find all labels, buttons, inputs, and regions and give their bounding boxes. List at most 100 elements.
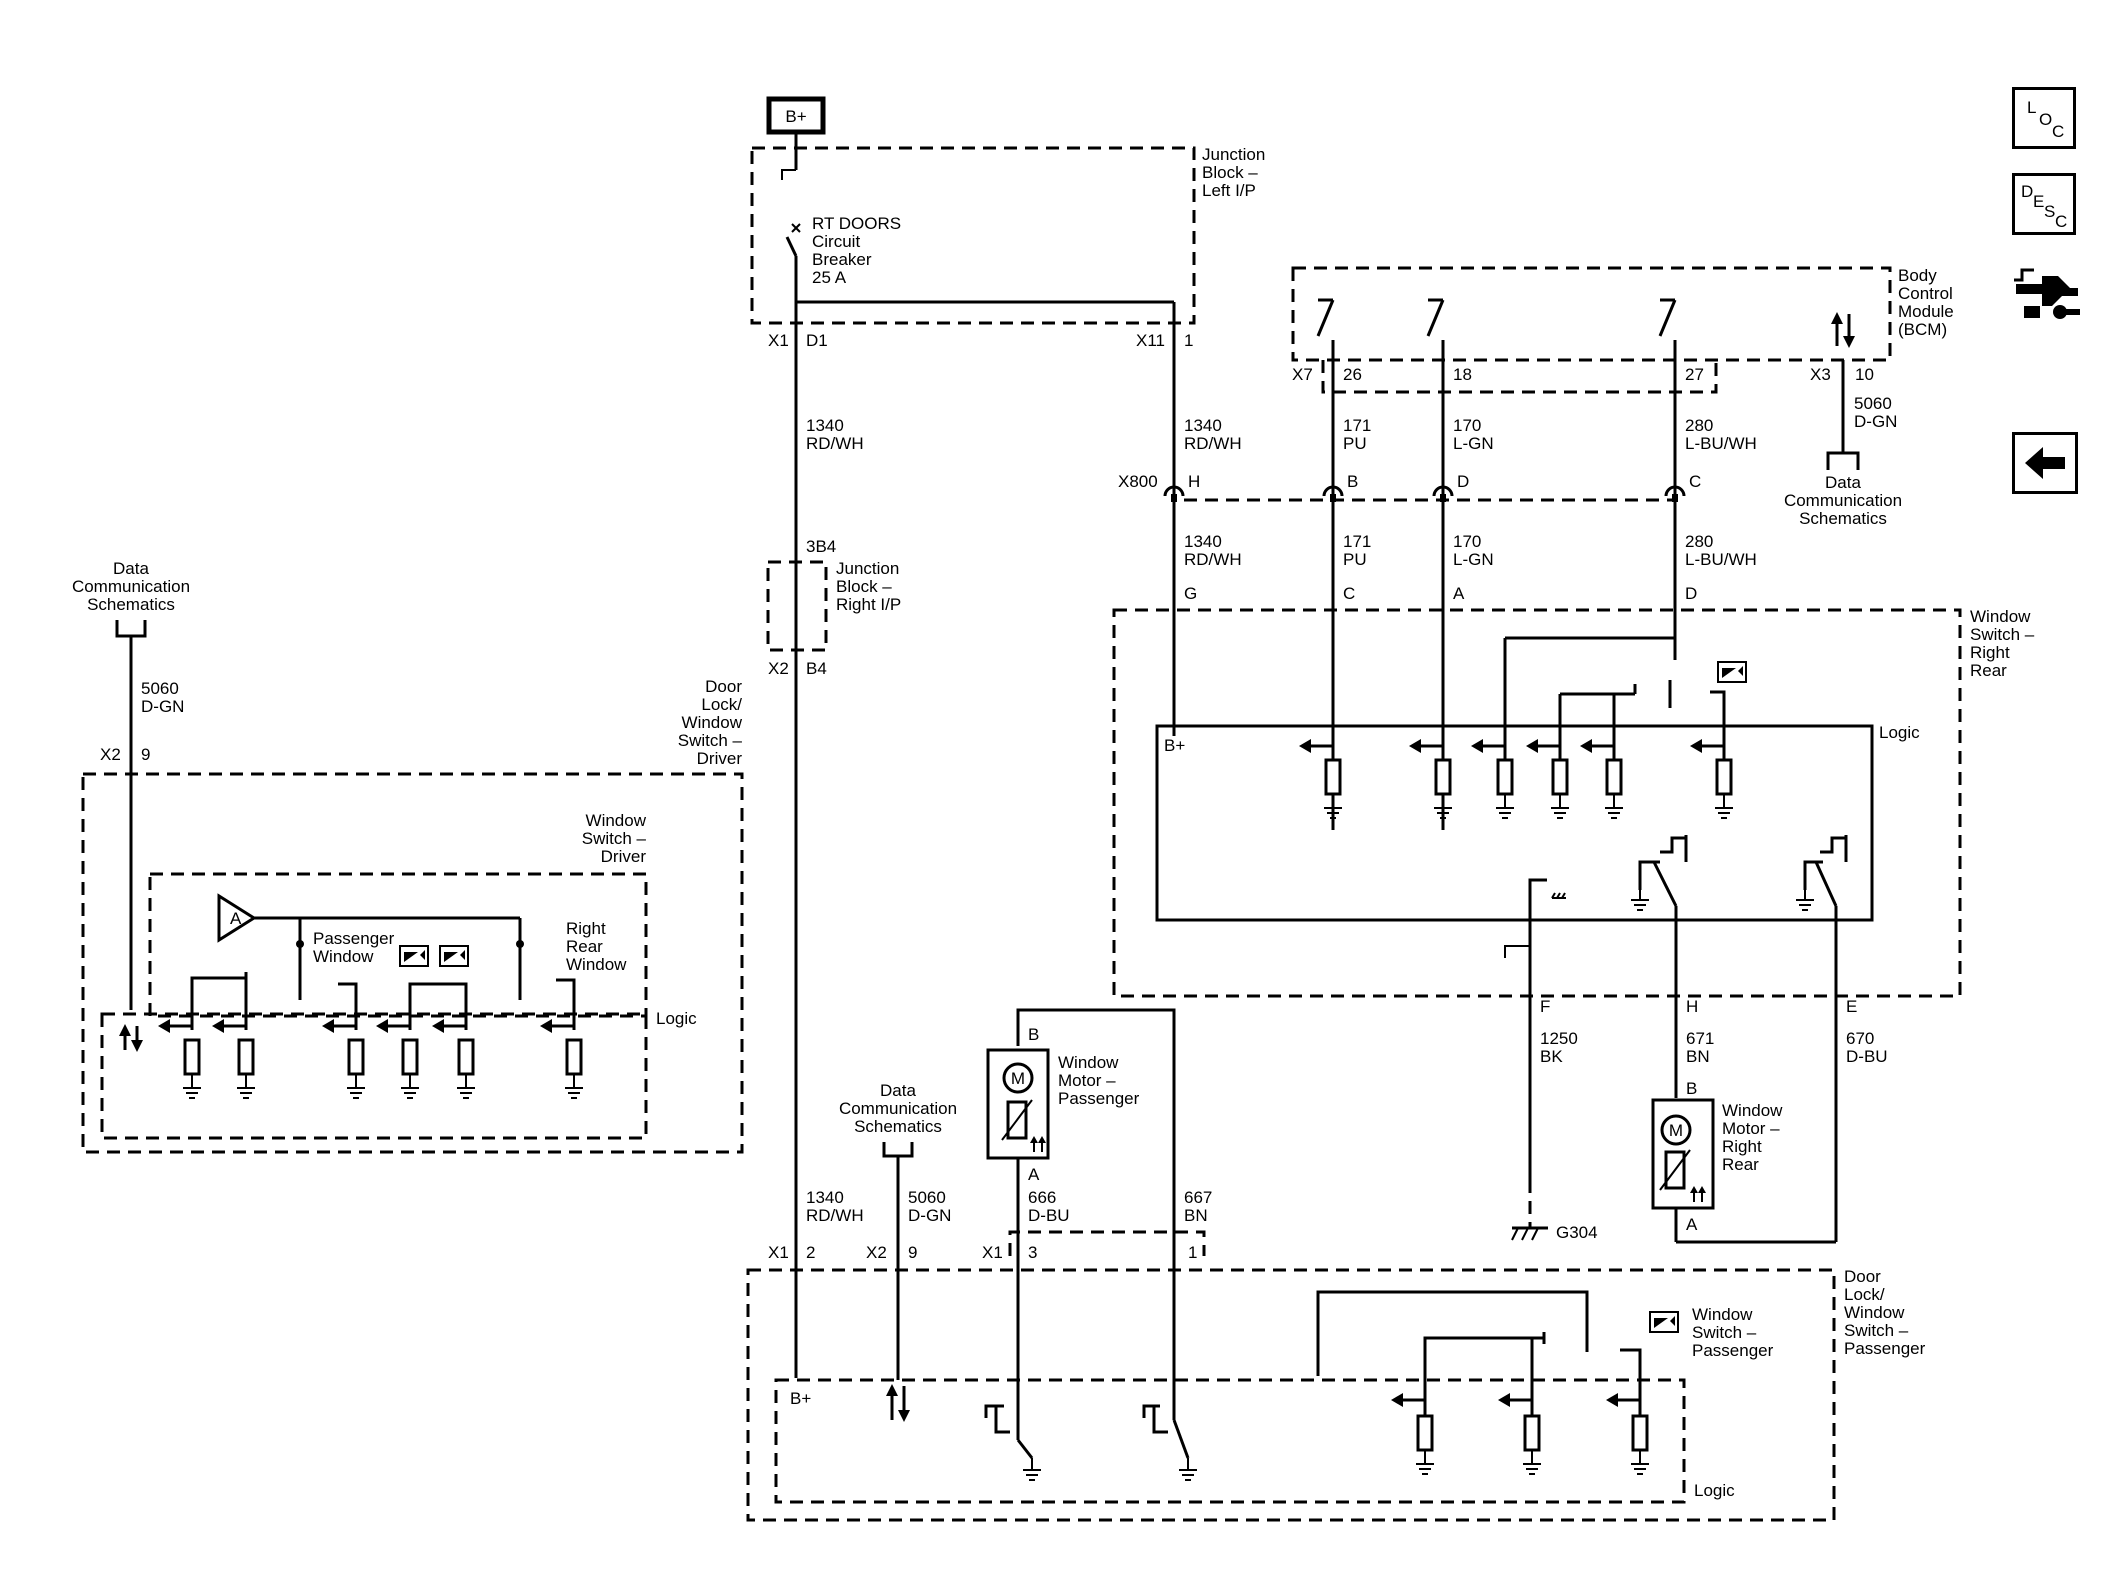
bcm-switch-27 [1658,298,1677,337]
rr-resistor-5 [1578,737,1625,820]
svg-text:A: A [230,909,242,928]
motor-rr-pin-b: B [1686,1079,1697,1098]
pin-x3: X3 [1810,365,1831,384]
rr-relay-switch-h [1630,835,1688,1098]
driver-logic-label: Logic [656,1009,697,1028]
connector-x800-name: X800 [1118,472,1158,491]
bcm-switch-18 [1426,298,1445,337]
ground-g304-label: G304 [1556,1223,1598,1242]
driver-resistor-6 [538,1017,585,1100]
rr-resistor-3 [1469,737,1516,820]
pass-pin-1: 1 [1188,1243,1197,1262]
pass-motor-switch-1 [984,1404,1042,1481]
pin-b4: B4 [806,659,827,678]
driver-resistor-5 [430,1017,477,1100]
pin-x1: X1 [768,331,789,350]
rr-resistor-1 [1297,737,1344,820]
rr-resistor-2 [1407,737,1454,820]
door-lock-window-switch-driver [81,772,744,1154]
motor-pass-pin-a: A [1028,1165,1040,1184]
ground-g304-icon [1511,1226,1548,1241]
passenger-logic-box [774,1378,1686,1504]
pass-pin-2: 2 [806,1243,815,1262]
bcm-data-arrows-icon [1831,312,1855,348]
connector-tool-button[interactable] [2012,262,2082,332]
svg-text:M: M [1669,1121,1683,1140]
desc-button[interactable]: D E S C [2012,173,2076,235]
x800-pin-b: B [1347,472,1358,491]
bplus-label: B+ [785,107,806,126]
rr-pin-d: D [1685,584,1697,603]
driver-data-arrows-icon [119,1024,143,1052]
rr-bplus: B+ [1164,736,1185,755]
driver-pin-x2: X2 [100,745,121,764]
window-switch-driver [148,872,648,1018]
back-button[interactable] [2012,432,2078,494]
rr-pin-a: A [1453,584,1465,603]
pass-pin-x2: X2 [866,1243,887,1262]
door-lock-window-switch-passenger [746,1268,1836,1522]
bcm-switch-26 [1316,298,1335,337]
pass-bplus: B+ [790,1389,811,1408]
driver-resistor-4 [374,1017,421,1100]
loc-button[interactable]: L O C [2012,87,2076,149]
driver-amplifier-icon [217,893,257,943]
connector-wrench-icon [2014,268,2080,319]
arrow-left-icon [2025,447,2065,479]
rr-pin-h: H [1686,997,1698,1016]
pin-3b4: 3B4 [806,537,836,556]
rr-relay-switch-e [1795,835,1848,1242]
pass-resistor-1 [1389,1391,1436,1476]
pass-logic-label: Logic [1694,1481,1735,1500]
rr-resistor-4 [1524,737,1571,820]
pass-motor-switch-2 [1142,1404,1198,1481]
driver-resistor-3 [320,1017,367,1100]
pass-window-icon [1649,1311,1679,1333]
pin-10: 10 [1855,365,1874,384]
x800-pin-c: C [1689,472,1701,491]
motor-rr-m-icon [1660,1114,1692,1146]
window-switch-right-rear [1112,608,1962,998]
driver-window-icon-2 [439,945,469,967]
pin-27: 27 [1685,365,1704,384]
pin-26: 26 [1343,365,1362,384]
pass-resistor-2 [1496,1391,1543,1476]
pin-1: 1 [1184,331,1193,350]
pin-x11: X11 [1136,331,1165,350]
bplus-box [766,96,826,135]
rr-logic-box [1155,724,1874,922]
junction-block-right-ip [766,560,828,652]
pin-18: 18 [1453,365,1472,384]
motor-rr-pin-a: A [1686,1215,1698,1234]
rr-window-icon [1717,661,1747,683]
driver-resistor-2 [210,1017,257,1100]
motor-pass-m-icon [1002,1062,1034,1094]
x800-pin-d: D [1457,472,1469,491]
junction-block-left-ip [750,146,1196,325]
pass-pin-3: 3 [1028,1243,1037,1262]
